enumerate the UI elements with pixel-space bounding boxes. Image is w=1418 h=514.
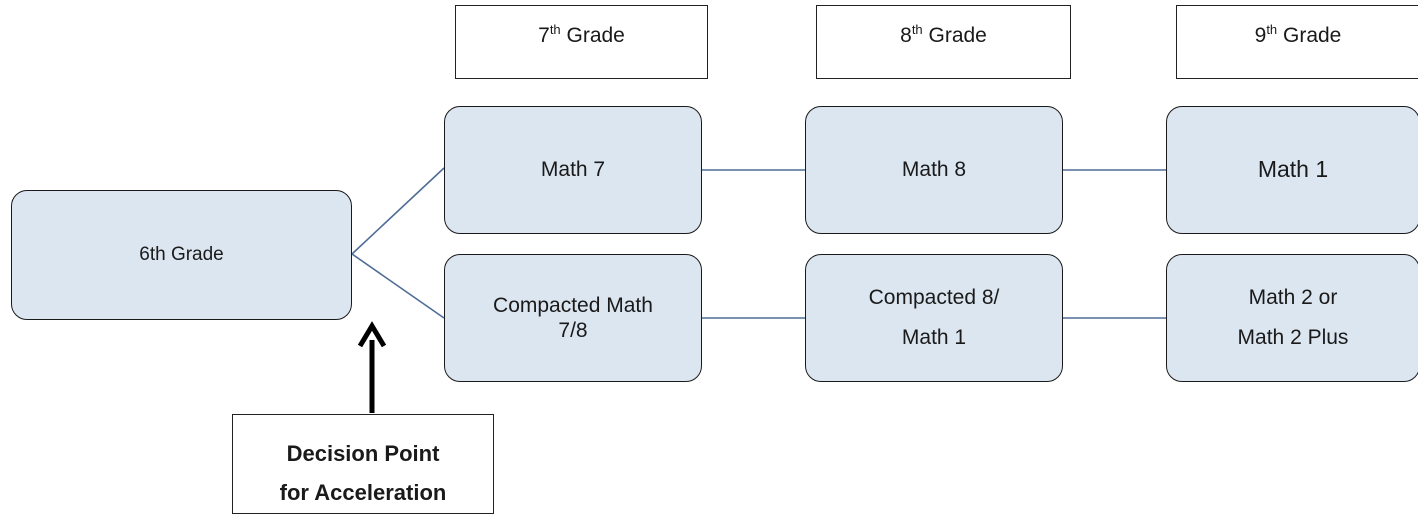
grade-header-8-number: 8 bbox=[900, 24, 912, 47]
node-compacted-math-7-8-line1: Compacted Math bbox=[493, 293, 653, 317]
node-math7-label: Math 7 bbox=[540, 158, 606, 182]
callout-line2: for Acceleration bbox=[279, 479, 447, 505]
node-compacted-8-math-1-line2: Math 1 bbox=[901, 326, 967, 349]
node-compacted-math-7-8: Compacted Math 7/8 bbox=[444, 254, 702, 382]
node-compacted-math-7-8-line2: 7/8 bbox=[558, 319, 588, 342]
connector-6th-to-math7 bbox=[351, 167, 445, 255]
grade-header-7-number: 7 bbox=[538, 24, 550, 47]
node-math1-label: Math 1 bbox=[1257, 156, 1329, 183]
node-math8-label: Math 8 bbox=[901, 158, 967, 182]
grade-header-8-label: Grade bbox=[928, 24, 987, 47]
decision-arrow bbox=[357, 321, 387, 413]
node-math8: Math 8 bbox=[805, 106, 1063, 234]
node-math7: Math 7 bbox=[444, 106, 702, 234]
grade-header-8-suffix: th bbox=[911, 22, 923, 37]
node-math1: Math 1 bbox=[1166, 106, 1418, 234]
node-6th-grade: 6th Grade bbox=[11, 190, 352, 320]
node-math2-line1: Math 2 or bbox=[1248, 286, 1338, 310]
node-6th-grade-label: 6th Grade bbox=[139, 243, 224, 265]
node-math2-or-math2-plus: Math 2 or Math 2 Plus bbox=[1166, 254, 1418, 382]
node-math2-line2: Math 2 Plus bbox=[1237, 326, 1349, 349]
callout-line1: Decision Point bbox=[286, 441, 440, 466]
grade-header-7-suffix: th bbox=[549, 22, 561, 37]
grade-header-9-suffix: th bbox=[1266, 22, 1278, 37]
decision-point-callout: Decision Point for Acceleration bbox=[232, 414, 494, 514]
grade-header-9-label: Grade bbox=[1283, 24, 1342, 47]
node-compacted-8-math-1-line1: Compacted 8/ bbox=[868, 286, 1000, 310]
connector-6th-to-compacted78 bbox=[351, 253, 445, 319]
grade-header-9-number: 9 bbox=[1254, 24, 1267, 47]
node-compacted-8-math-1: Compacted 8/ Math 1 bbox=[805, 254, 1063, 382]
grade-header-7-label: Grade bbox=[566, 24, 625, 47]
